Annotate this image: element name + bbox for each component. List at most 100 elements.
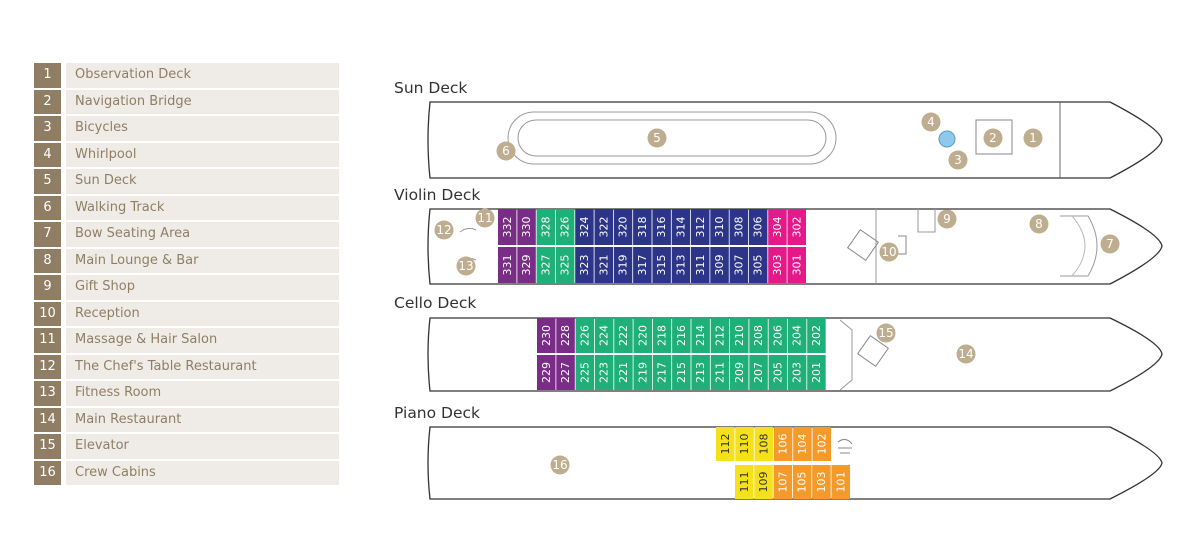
cabin-block <box>807 318 826 353</box>
deck-title: Piano Deck <box>394 404 480 422</box>
cabin-block <box>754 465 773 499</box>
stair-icon <box>846 228 880 262</box>
cabin-number: 204 <box>791 325 804 346</box>
cabin-number: 107 <box>776 472 789 493</box>
cabin: 223 <box>594 355 614 390</box>
marker-number: 7 <box>1106 237 1114 251</box>
legend-label: Sun Deck <box>66 169 339 194</box>
cabin-number: 303 <box>771 255 784 276</box>
marker: 11 <box>475 208 495 228</box>
cabin: 202 <box>807 318 826 353</box>
cabin-number: 308 <box>732 217 745 238</box>
cabin-number: 301 <box>790 255 803 276</box>
legend-label: Bicycles <box>66 116 339 141</box>
legend-label: Massage & Hair Salon <box>66 328 339 353</box>
legend-label: Main Restaurant <box>66 407 339 432</box>
cabin: 220 <box>633 318 652 353</box>
cabin-number: 324 <box>578 217 591 238</box>
cabin-block <box>517 247 536 283</box>
cabin: 312 <box>691 209 710 245</box>
cabin-number: 219 <box>636 362 649 383</box>
marker: 15 <box>876 323 896 343</box>
cabin: 212 <box>710 318 730 353</box>
cabin: 110 <box>735 427 754 461</box>
cabin-block <box>556 318 575 353</box>
elevator-stair-icon <box>856 334 890 368</box>
cabin: 107 <box>773 465 793 499</box>
cabin-number: 230 <box>540 325 553 346</box>
cabin-block <box>768 247 787 283</box>
cabin-block <box>792 465 812 499</box>
cabin-number: 302 <box>790 217 803 238</box>
cabin-block <box>517 209 536 245</box>
cabin-number: 320 <box>617 217 630 238</box>
marker-circle <box>496 141 516 161</box>
cabin-block <box>691 247 710 283</box>
marker-circle <box>550 455 570 475</box>
cabin-number: 112 <box>719 434 732 455</box>
legend-number: 5 <box>34 169 61 194</box>
cabin-block <box>749 318 768 353</box>
cabin-block <box>691 355 710 390</box>
legend-label: Elevator <box>66 434 339 459</box>
cabin: 217 <box>652 355 672 390</box>
legend-label: Fitness Room <box>66 381 339 406</box>
legend-label: Navigation Bridge <box>66 89 339 114</box>
cabin: 111 <box>735 465 754 499</box>
cabin-number: 217 <box>656 362 669 383</box>
cabin-block <box>671 209 691 245</box>
marker: 6 <box>496 141 516 161</box>
cabin: 108 <box>754 427 774 461</box>
cabin: 218 <box>652 318 672 353</box>
cabin-block <box>671 247 691 283</box>
marker-number: 12 <box>436 223 451 237</box>
cabin: 221 <box>614 355 633 390</box>
cabin-block <box>710 355 730 390</box>
legend-label: Main Lounge & Bar <box>66 248 339 273</box>
legend-number: 7 <box>34 222 61 247</box>
cabin-block <box>536 209 556 245</box>
marker: 8 <box>1029 214 1049 234</box>
marker-circle <box>1023 128 1043 148</box>
cabin-block <box>773 465 793 499</box>
cabin-number: 326 <box>559 217 572 238</box>
cabin: 208 <box>749 318 768 353</box>
cabin-number: 202 <box>810 325 823 346</box>
cabin-number: 323 <box>578 255 591 276</box>
cabin-number: 224 <box>598 325 611 346</box>
cabin: 104 <box>793 427 812 461</box>
cabin: 304 <box>768 209 787 245</box>
marker-number: 11 <box>477 211 492 225</box>
cabin-block <box>787 355 807 390</box>
cabin: 305 <box>748 247 768 283</box>
cabin: 328 <box>536 209 556 245</box>
marker-circle <box>647 128 667 148</box>
cabin-block <box>614 318 633 353</box>
cabin-number: 215 <box>675 362 688 383</box>
legend-label: Walking Track <box>66 195 339 220</box>
cabin-number: 106 <box>777 434 790 455</box>
cabin: 307 <box>729 247 749 283</box>
cabin-number: 214 <box>694 325 707 346</box>
cabin-number: 201 <box>810 362 823 383</box>
marker-circle <box>475 208 495 228</box>
cabin-block <box>793 427 812 461</box>
cabin: 215 <box>672 355 691 390</box>
marker: 16 <box>550 455 570 475</box>
cabin: 317 <box>633 247 652 283</box>
legend-number: 16 <box>34 460 61 485</box>
cabin-block <box>768 318 788 353</box>
cabin-number: 218 <box>656 325 669 346</box>
cabin-block <box>498 247 517 283</box>
deck-outlines <box>427 101 1163 500</box>
marker-circle <box>434 220 454 240</box>
legend-number: 4 <box>34 142 61 167</box>
marker-number: 3 <box>954 153 962 167</box>
cabin-block <box>613 247 633 283</box>
cabin: 102 <box>812 427 831 461</box>
cabin-block <box>768 209 787 245</box>
cabin-block <box>730 318 749 353</box>
legend-number: 3 <box>34 116 61 141</box>
